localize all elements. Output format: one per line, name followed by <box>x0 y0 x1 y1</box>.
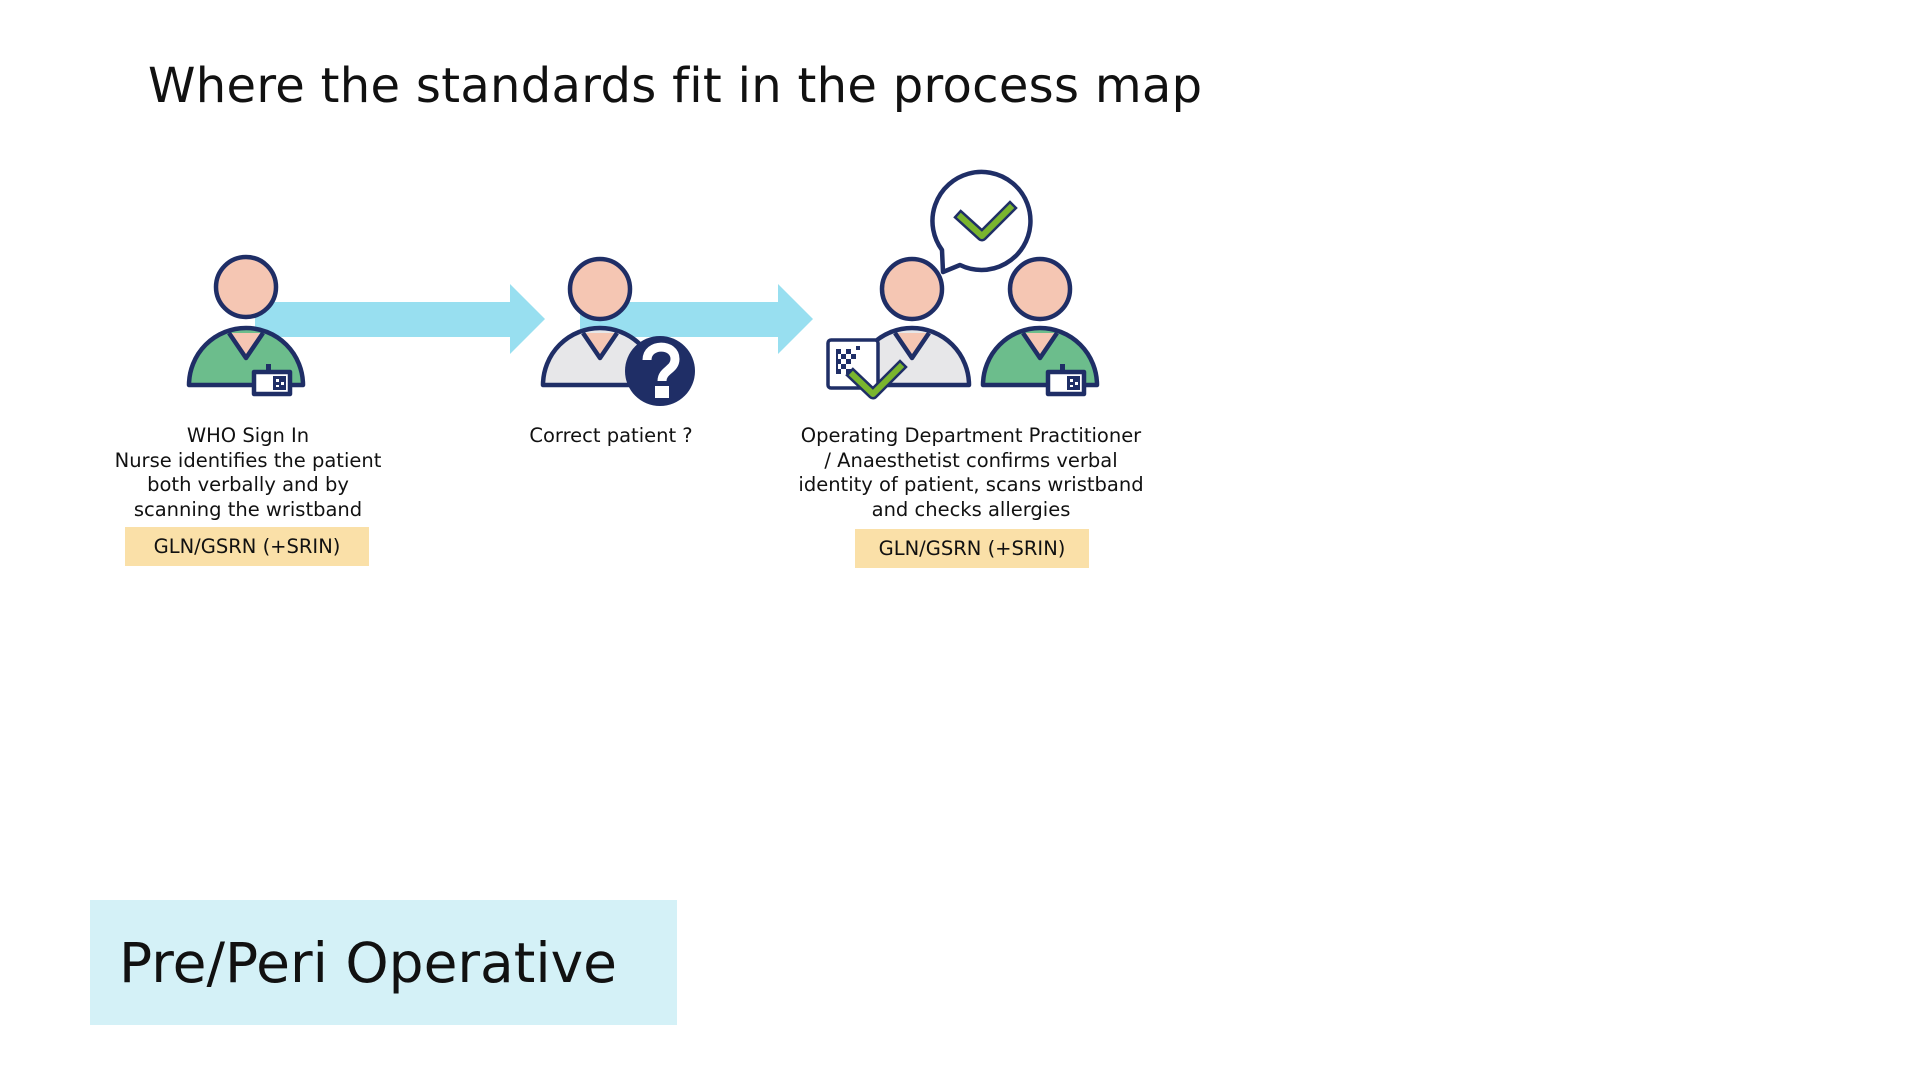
step-1-standard-badge: GLN/GSRN (+SRIN) <box>125 527 369 566</box>
nurse-with-id-badge-icon <box>186 254 306 397</box>
phase-label-box: Pre/Peri Operative <box>90 900 677 1025</box>
step-3-caption-line: / Anaesthetist confirms verbal <box>824 448 1118 472</box>
flow-arrow-2 <box>580 284 813 354</box>
barcode-scanner-icon <box>826 338 880 390</box>
step-1-caption-line: both verbally and by <box>147 473 349 496</box>
speech-bubble-check-icon <box>930 169 1033 275</box>
anaesthetist-with-id-badge-icon <box>980 256 1100 397</box>
question-mark-icon <box>625 336 695 406</box>
slide-title: Where the standards fit in the process m… <box>148 58 1203 114</box>
step-2-caption: Correct patient ? <box>461 424 761 449</box>
id-badge-icon <box>251 364 293 397</box>
practitioner-scanning-icon <box>826 256 972 400</box>
step-1-caption-line: scanning the wristband <box>133 497 363 521</box>
step-3-caption-line: and checks allergies <box>871 497 1071 521</box>
step-3-caption-line: Operating Department Practitioner <box>800 424 1142 447</box>
step-1-caption-line: WHO Sign In <box>186 424 310 447</box>
id-badge-icon <box>1045 364 1087 397</box>
step-1-caption-line: Nurse identifies the patient <box>114 448 382 472</box>
step-2-caption-line: Correct patient ? <box>529 424 693 447</box>
phase-label: Pre/Peri Operative <box>119 930 617 995</box>
step-1-caption: WHO Sign In Nurse identifies the patient… <box>98 424 398 522</box>
step-3-caption-line: identity of patient, scans wristband <box>798 473 1144 496</box>
step-3-caption: Operating Department Practitioner / Anae… <box>771 424 1171 522</box>
patient-question-icon <box>540 256 695 406</box>
step-3-standard-badge: GLN/GSRN (+SRIN) <box>855 529 1089 568</box>
flow-arrow-1 <box>255 284 545 354</box>
